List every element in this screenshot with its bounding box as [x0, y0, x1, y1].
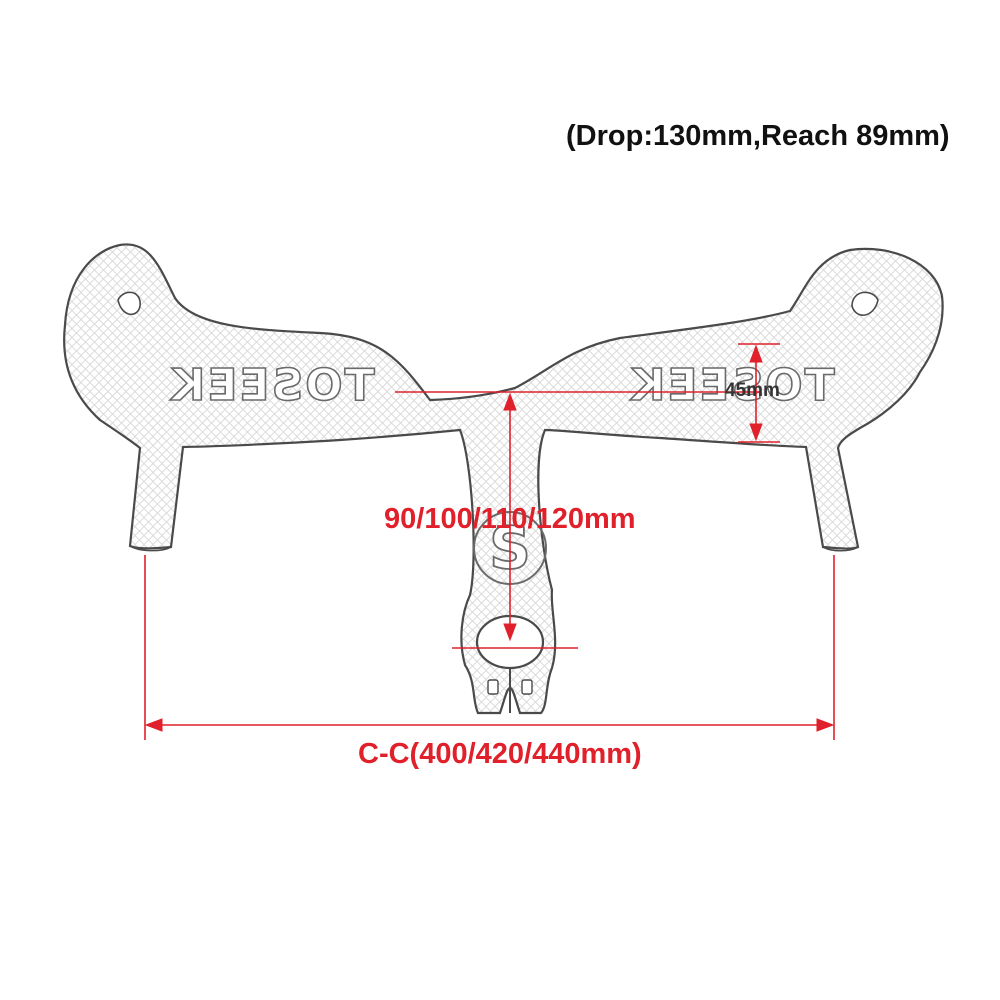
bar-logo-right-text: TOSEEK: [629, 360, 834, 411]
right-hook-cutout: [851, 291, 879, 316]
rise-arrow-bottom: [749, 423, 763, 442]
bar-logo-left: TOSEEK: [169, 359, 376, 412]
handlebar-body: [63, 243, 944, 715]
bar-logo-right: TOSEEK: [629, 359, 836, 412]
clamp-bolt-right: [521, 679, 533, 695]
handlebar-outline: [63, 243, 944, 715]
right-bar-end: [822, 546, 859, 552]
width-arrow-right: [816, 718, 835, 732]
stem-length-label: 90/100/110/120mm: [384, 503, 636, 535]
center-to-center-label: C-C(400/420/440mm): [358, 738, 642, 770]
clamp-bolt-left: [487, 679, 499, 695]
stem-length-arrow-bottom: [503, 623, 517, 642]
bar-logo-left-text: TOSEEK: [169, 360, 374, 411]
rise-label: 45mm: [725, 380, 780, 401]
rise-arrow-top: [749, 344, 763, 363]
width-arrow-left: [144, 718, 163, 732]
dimension-lines: [144, 343, 835, 740]
left-bar-end: [129, 545, 172, 552]
drop-reach-note: (Drop:130mm,Reach 89mm): [566, 120, 950, 152]
stem-length-arrow-top: [503, 392, 517, 411]
left-hook-cutout: [117, 291, 141, 316]
